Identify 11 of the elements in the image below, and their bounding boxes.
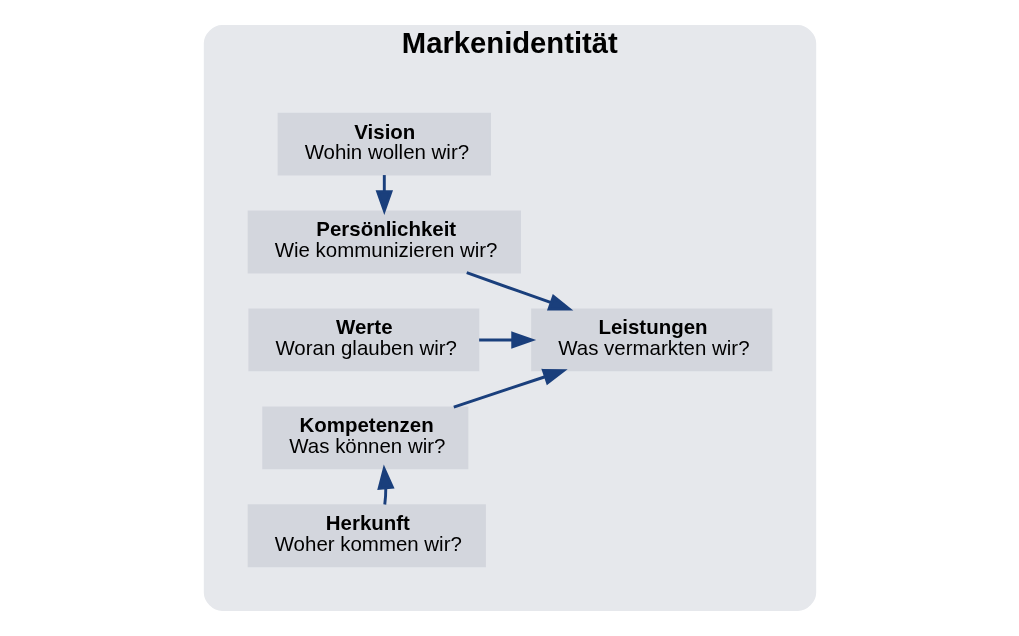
node-box: Persönlichkeit Wie kommunizieren wir? [247,210,521,274]
node-box: Kompetenzen Was können wir? [261,406,468,470]
arrow [375,175,393,216]
arrow [465,271,573,311]
node-box: Vision Wohin wollen wir? [277,112,491,176]
arrow [376,464,395,505]
node-box: Werte Woran glauben wir? [247,308,479,372]
arrow [478,331,536,349]
node-box: Leistungen Was vermarkten wir? [530,308,772,372]
arrow [452,368,568,409]
node-box: Herkunft Woher kommen wir? [247,504,486,568]
